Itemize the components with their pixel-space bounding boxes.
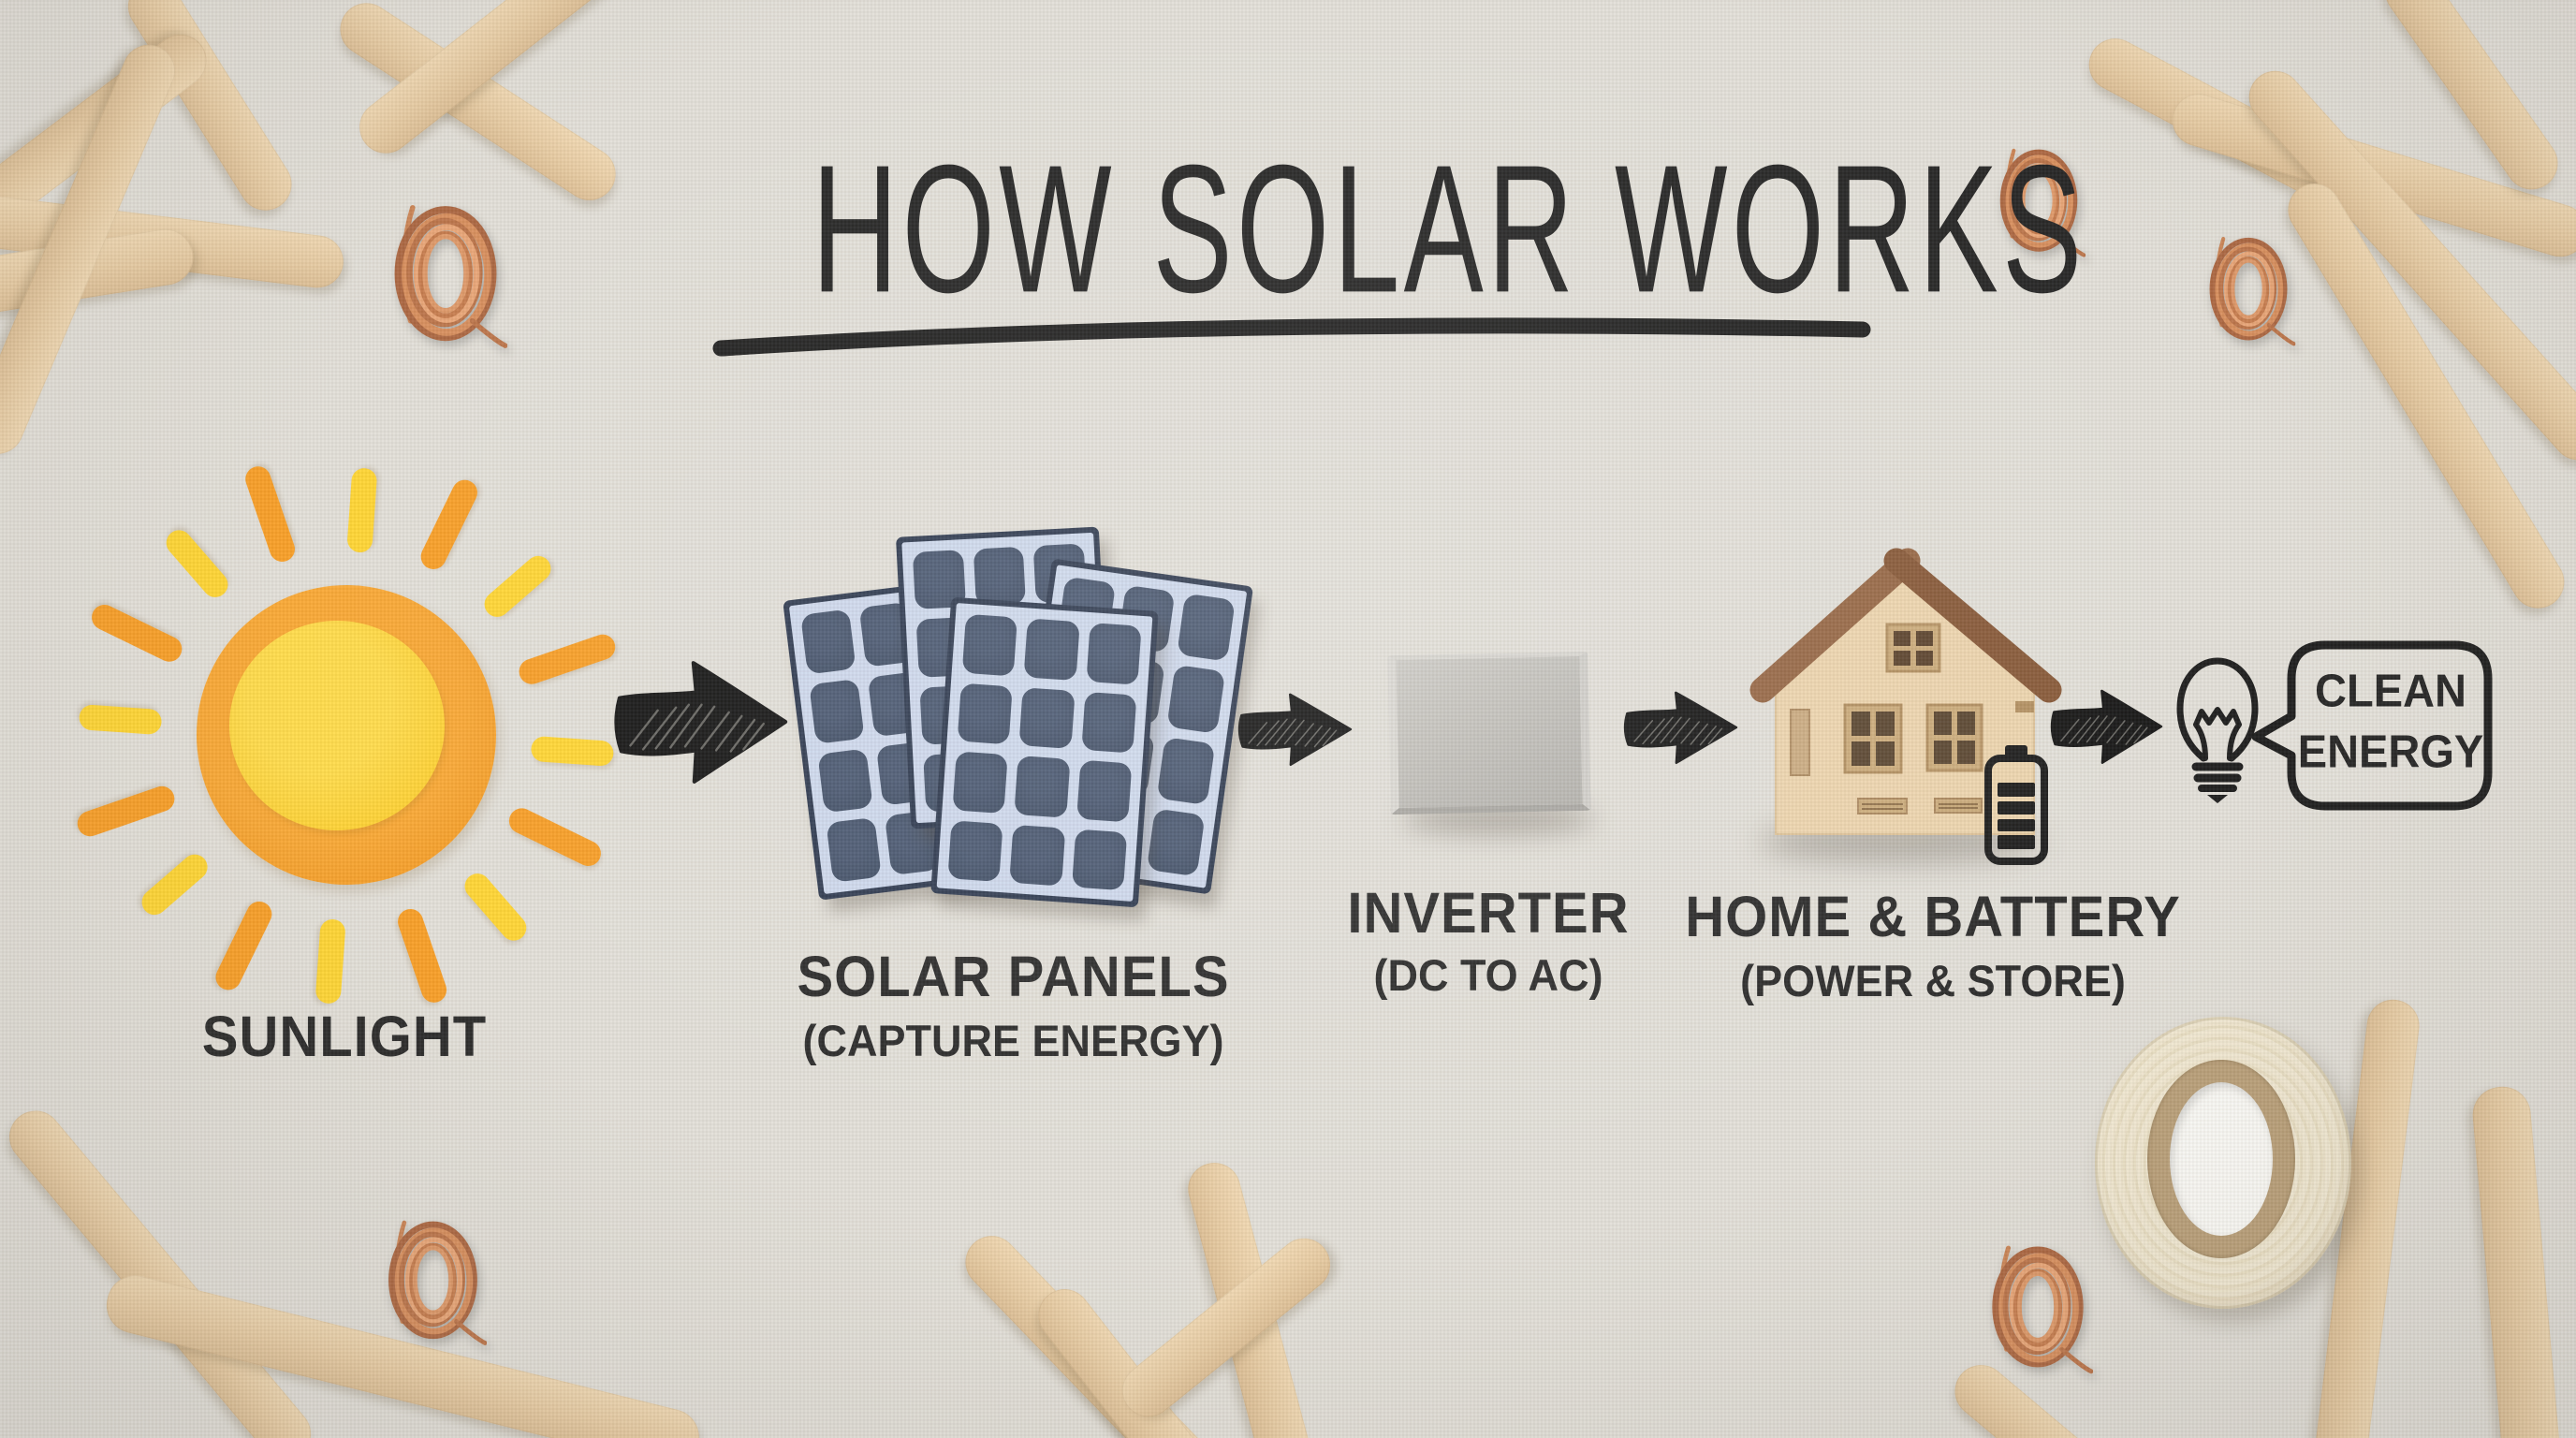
sun-ray bbox=[460, 868, 532, 946]
copper-wire-coil bbox=[384, 187, 507, 356]
page-title: HOW SOLAR WORKS bbox=[812, 127, 2086, 331]
sun-ray bbox=[505, 803, 606, 871]
inverter-box-icon bbox=[1387, 651, 1591, 815]
tape-cardboard-core bbox=[2147, 1060, 2295, 1258]
solar-cell bbox=[957, 682, 1014, 745]
solar-cell bbox=[947, 819, 1003, 882]
solar-cell bbox=[1076, 759, 1133, 822]
tape-center-hole bbox=[2170, 1082, 2273, 1236]
masking-tape-roll bbox=[2095, 1017, 2351, 1309]
solar-cell bbox=[826, 817, 882, 883]
sun-ray bbox=[315, 918, 346, 1005]
solar-cell bbox=[817, 747, 873, 814]
sun-inner-circle bbox=[229, 621, 445, 830]
sun-ray bbox=[161, 524, 233, 603]
sun-ray bbox=[78, 704, 163, 736]
solar-cell bbox=[952, 751, 1009, 814]
step-sublabel-home-battery: (POWER & STORE) bbox=[1740, 955, 2126, 1006]
speech-bubble bbox=[2251, 640, 2493, 811]
solar-cell bbox=[1023, 618, 1080, 681]
solar-cell bbox=[1086, 623, 1142, 685]
sun-ray bbox=[417, 476, 482, 574]
speech-bubble-text: CLEAN ENERGY bbox=[2291, 660, 2490, 782]
solar-cell bbox=[1177, 593, 1236, 662]
title-underline bbox=[712, 317, 1871, 357]
battery-icon bbox=[1984, 745, 2048, 865]
step-sublabel-solar-panels: (CAPTURE ENERGY) bbox=[802, 1015, 1224, 1066]
craft-stick bbox=[0, 1100, 322, 1438]
sun-ray bbox=[74, 783, 179, 840]
sun-ray bbox=[87, 600, 186, 667]
sun-ray bbox=[515, 631, 619, 688]
sun-ray bbox=[242, 462, 299, 565]
solar-cell bbox=[1018, 686, 1076, 749]
sun-ray bbox=[530, 735, 615, 767]
step-sublabel-inverter: (DC TO AC) bbox=[1373, 949, 1603, 1001]
arrow-icon bbox=[2048, 686, 2166, 767]
copper-wire-coil bbox=[379, 1206, 487, 1351]
bubble-line-2: ENERGY bbox=[2297, 725, 2484, 777]
solar-cell bbox=[800, 609, 856, 675]
step-label-solar-panels: SOLAR PANELS bbox=[797, 945, 1230, 1009]
arrow-icon bbox=[610, 655, 793, 788]
arrow-icon bbox=[1236, 690, 1355, 769]
solar-cell bbox=[961, 613, 1018, 676]
step-label-inverter: INVERTER bbox=[1347, 881, 1630, 946]
sun-ray bbox=[137, 849, 213, 920]
solar-cell bbox=[1009, 824, 1066, 887]
lightbulb-icon bbox=[2176, 657, 2259, 803]
bubble-line-1: CLEAN bbox=[2315, 664, 2466, 716]
copper-wire-coil bbox=[2183, 225, 2314, 350]
solar-cell bbox=[1166, 665, 1226, 734]
solar-cell bbox=[1147, 808, 1206, 877]
arrow-icon bbox=[1621, 688, 1741, 767]
solar-panel bbox=[930, 596, 1159, 908]
sun-ray bbox=[211, 897, 276, 994]
craft-stick bbox=[2470, 1084, 2568, 1438]
solar-cell bbox=[973, 546, 1027, 607]
solar-cell bbox=[1080, 691, 1137, 754]
solar-cell bbox=[1071, 829, 1128, 891]
sun-ray bbox=[394, 905, 450, 1006]
sun-ray bbox=[346, 467, 378, 553]
solar-cell bbox=[1156, 736, 1216, 805]
felt-sun-icon bbox=[61, 449, 632, 1020]
solar-cell bbox=[809, 678, 865, 744]
step-label-home-battery: HOME & BATTERY bbox=[1685, 885, 2181, 949]
sun-ray bbox=[479, 550, 556, 623]
copper-wire-coil bbox=[1983, 1226, 2093, 1384]
solar-panel-grid bbox=[947, 613, 1142, 891]
solar-cell bbox=[1014, 756, 1071, 818]
step-label-sunlight: SUNLIGHT bbox=[201, 1005, 488, 1069]
